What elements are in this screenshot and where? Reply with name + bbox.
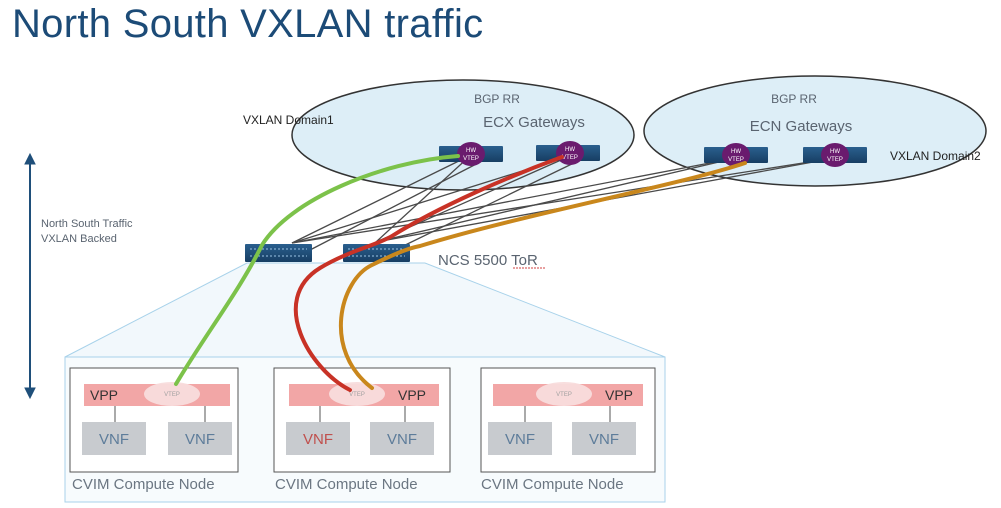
vtep-text: VTEP [827,157,843,163]
vnf-box-1 [286,422,350,455]
vpp-label: VPP [398,387,426,403]
hw-vtep-badge-1: HW VTEP [457,142,485,166]
vnf-box-1 [82,422,146,455]
interconnect-lines [291,154,836,251]
bgp-rr-label-1: BGP RR [474,92,520,106]
zoom-region [64,262,666,358]
gateway-device-4: HW VTEP [803,143,867,167]
gateway-device-2: HW VTEP [536,141,600,165]
vnf-box-2 [370,422,434,455]
vtep-text: VTEP [728,157,744,163]
ecn-gateways-label: ECN Gateways [750,118,853,135]
vpp-label: VPP [605,387,633,403]
page-title: North South VXLAN traffic [12,2,484,46]
vnf-label-1: VNF [505,431,535,448]
vnf-label-2: VNF [387,431,417,448]
hw-text: HW [830,149,840,155]
vnf-label-1: VNF [99,431,129,448]
hw-text: HW [731,149,741,155]
vnf-label-2: VNF [185,431,215,448]
vnf-label-2: VNF [589,431,619,448]
vxlan-domain1-label: VXLAN Domain1 [243,113,334,127]
hw-text: HW [466,148,476,154]
vnf-box-2 [168,422,232,455]
vtep-text: VTEP [463,156,479,162]
vxlan-domain2-label: VXLAN Domain2 [890,149,981,163]
hw-vtep-badge-3: HW VTEP [722,143,750,167]
traffic-label-line2: VXLAN Backed [41,233,117,245]
vtep-label: VTEP [164,392,180,398]
vtep-label: VTEP [349,392,365,398]
vtep-label: VTEP [556,392,572,398]
hw-vtep-badge-2: HW VTEP [556,141,584,165]
compute-node-2: VTEP VPP VNF VNF CVIM Compute Node [273,367,451,493]
gateway-device-3: HW VTEP [704,143,768,167]
ecx-gateway-domain [291,79,635,191]
compute-node-label: CVIM Compute Node [481,476,624,493]
compute-node-label: CVIM Compute Node [72,476,215,493]
vnf-box-2 [572,422,636,455]
vpp-label: VPP [90,387,118,403]
traffic-label-line1: North South Traffic [41,218,133,230]
compute-node-1: VPP VTEP VNF VNF CVIM Compute Node [69,367,239,493]
vtep-text: VTEP [562,155,578,161]
bgp-rr-label-2: BGP RR [771,92,817,106]
tor-label: NCS 5500 ToR [438,252,538,269]
orange-flow-path [338,161,747,390]
vnf-box-1 [488,422,552,455]
north-south-arrow [24,152,36,400]
compute-node-3: VTEP VPP VNF VNF CVIM Compute Node [480,367,656,493]
green-flow-path [174,154,460,386]
vnf-label-1: VNF [303,431,333,448]
hw-vtep-badge-4: HW VTEP [821,143,849,167]
vtep-bubble [536,382,592,406]
vtep-bubble [144,382,200,406]
ecx-gateways-label: ECX Gateways [483,114,585,131]
compute-node-label: CVIM Compute Node [275,476,418,493]
red-flow-path [293,155,564,392]
hw-text: HW [565,147,575,153]
